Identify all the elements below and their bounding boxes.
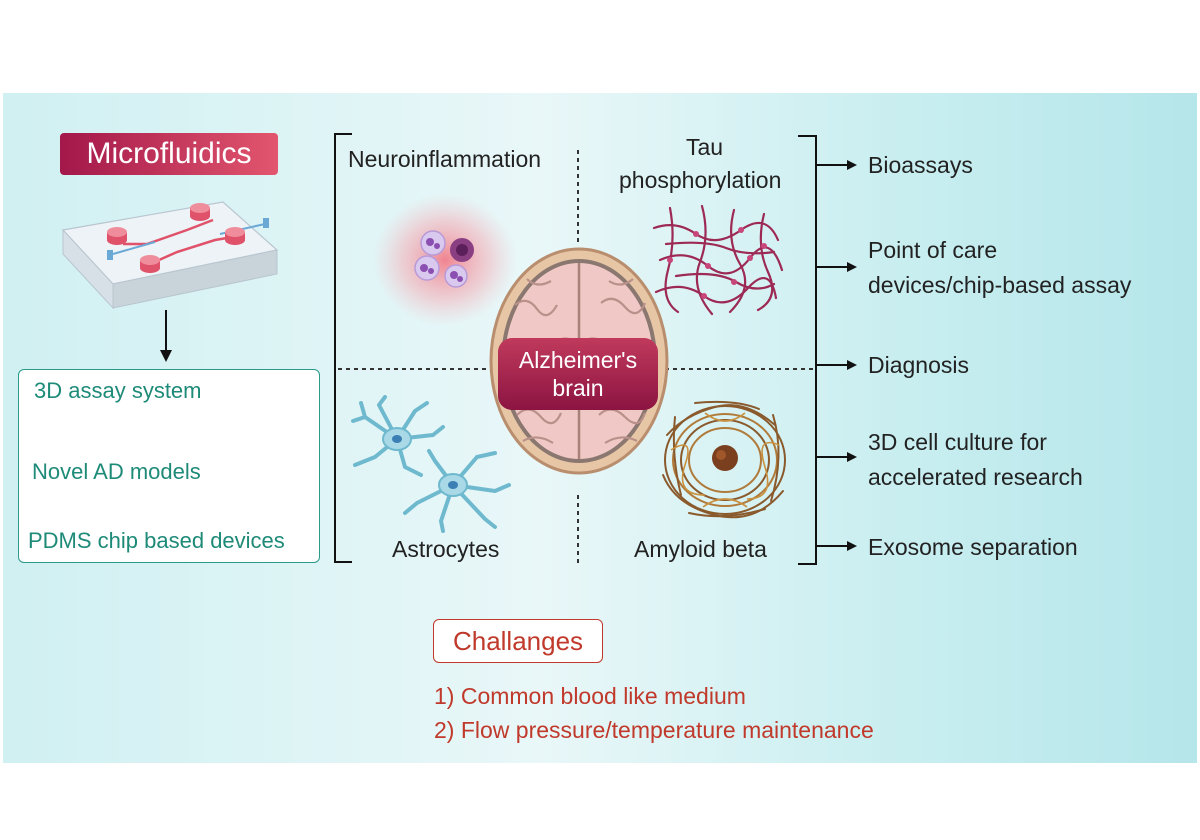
amyloid-plaque-icon xyxy=(662,400,786,519)
application-pdms-chip: PDMS chip based devices xyxy=(28,528,285,553)
quadrant-frame xyxy=(334,133,817,565)
astrocytes-label: Astrocytes xyxy=(392,536,500,562)
microfluidic-chip-icon xyxy=(61,201,279,310)
outcome-arrows xyxy=(817,160,857,551)
outcome-poc-line1: Point of care xyxy=(868,237,998,263)
alzheimers-brain-label: Alzheimer's brain xyxy=(498,338,658,410)
astrocytes-icon xyxy=(351,395,511,533)
outcome-culture-line2: accelerated research xyxy=(868,464,1083,490)
outcome-culture-line1: 3D cell culture for xyxy=(868,429,1047,455)
outcome-diagnosis: Diagnosis xyxy=(868,352,969,378)
application-3d-assay: 3D assay system xyxy=(34,378,202,403)
microfluidics-title: Microfluidics xyxy=(60,133,278,175)
amyloid-beta-label: Amyloid beta xyxy=(634,536,767,562)
brain-label-line2: brain xyxy=(552,375,604,401)
tau-label: Tau xyxy=(686,134,724,160)
challenge-item-1: 1) Common blood like medium xyxy=(434,683,746,709)
challenge-item-2: 2) Flow pressure/temperature maintenance xyxy=(434,717,874,743)
application-novel-ad-models: Novel AD models xyxy=(32,459,201,484)
challenges-heading: Challanges xyxy=(433,619,603,663)
outcome-bioassays: Bioassays xyxy=(868,152,973,178)
outcome-poc-line2: devices/chip-based assay xyxy=(868,272,1132,298)
applications-box xyxy=(18,369,320,563)
tau-tangle-icon xyxy=(652,204,784,316)
immune-cells-icon xyxy=(373,194,517,326)
phosphorylation-label: phosphorylation xyxy=(619,167,782,193)
neuroinflammation-label: Neuroinflammation xyxy=(348,146,542,172)
down-arrow-icon xyxy=(160,310,172,362)
brain-label-line1: Alzheimer's xyxy=(518,347,638,373)
outcome-exosome: Exosome separation xyxy=(868,534,1078,560)
